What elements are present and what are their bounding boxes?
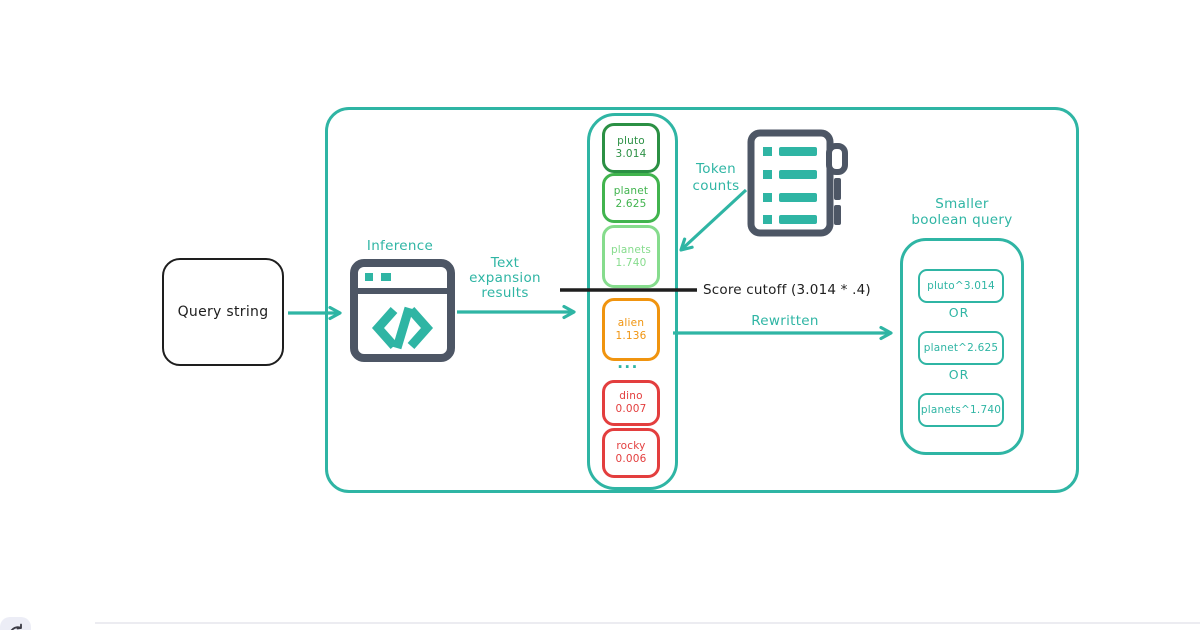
token-score: 3.014 — [615, 148, 647, 160]
token-box-dino: dino 0.007 — [602, 380, 660, 426]
token-box-rocky: rocky 0.006 — [602, 428, 660, 478]
token-score: 1.136 — [615, 329, 647, 342]
boolean-clause-planet: planet^2.625 — [918, 331, 1004, 365]
token-term: dino — [619, 390, 643, 403]
query-string-box: Query string — [162, 258, 284, 366]
score-cutoff-label: Score cutoff (3.014 * .4) — [703, 282, 871, 298]
boolean-clause-planets: planets^1.740 — [918, 393, 1004, 427]
token-term: pluto — [617, 135, 645, 148]
token-term: planets — [610, 243, 652, 256]
or-operator-label: OR — [948, 305, 970, 320]
token-term: rocky — [616, 440, 646, 453]
token-score: 2.625 — [615, 198, 647, 210]
rewritten-label: Rewritten — [751, 313, 819, 329]
token-score: 1.740 — [615, 256, 647, 269]
boolean-clause-pluto: pluto^3.014 — [918, 269, 1004, 303]
token-box-pluto: pluto 3.014 — [602, 123, 660, 173]
boolean-query-title: Smaller boolean query — [911, 196, 1013, 228]
query-string-label: Query string — [177, 304, 269, 320]
arrow-tool-icon — [10, 623, 22, 630]
inference-label: Inference — [366, 238, 434, 254]
token-score: 0.006 — [615, 453, 647, 465]
token-box-planets: planets 1.740 — [602, 225, 660, 288]
or-operator-label: OR — [948, 367, 970, 382]
pipeline-container-box — [325, 107, 1079, 493]
token-term: alien — [617, 316, 645, 329]
text-expansion-results-label: Text expansion results — [469, 255, 541, 301]
code-window-icon — [349, 258, 456, 367]
token-box-alien: alien 1.136 — [602, 298, 660, 361]
token-score: 0.007 — [615, 403, 647, 415]
token-list-document-icon — [745, 126, 850, 244]
token-box-planet: planet 2.625 — [602, 173, 660, 223]
ellipsis-label: ... — [617, 354, 639, 372]
footer-divider — [95, 622, 1200, 624]
token-term: planet — [613, 185, 649, 198]
footer-tool-button[interactable] — [0, 617, 31, 630]
